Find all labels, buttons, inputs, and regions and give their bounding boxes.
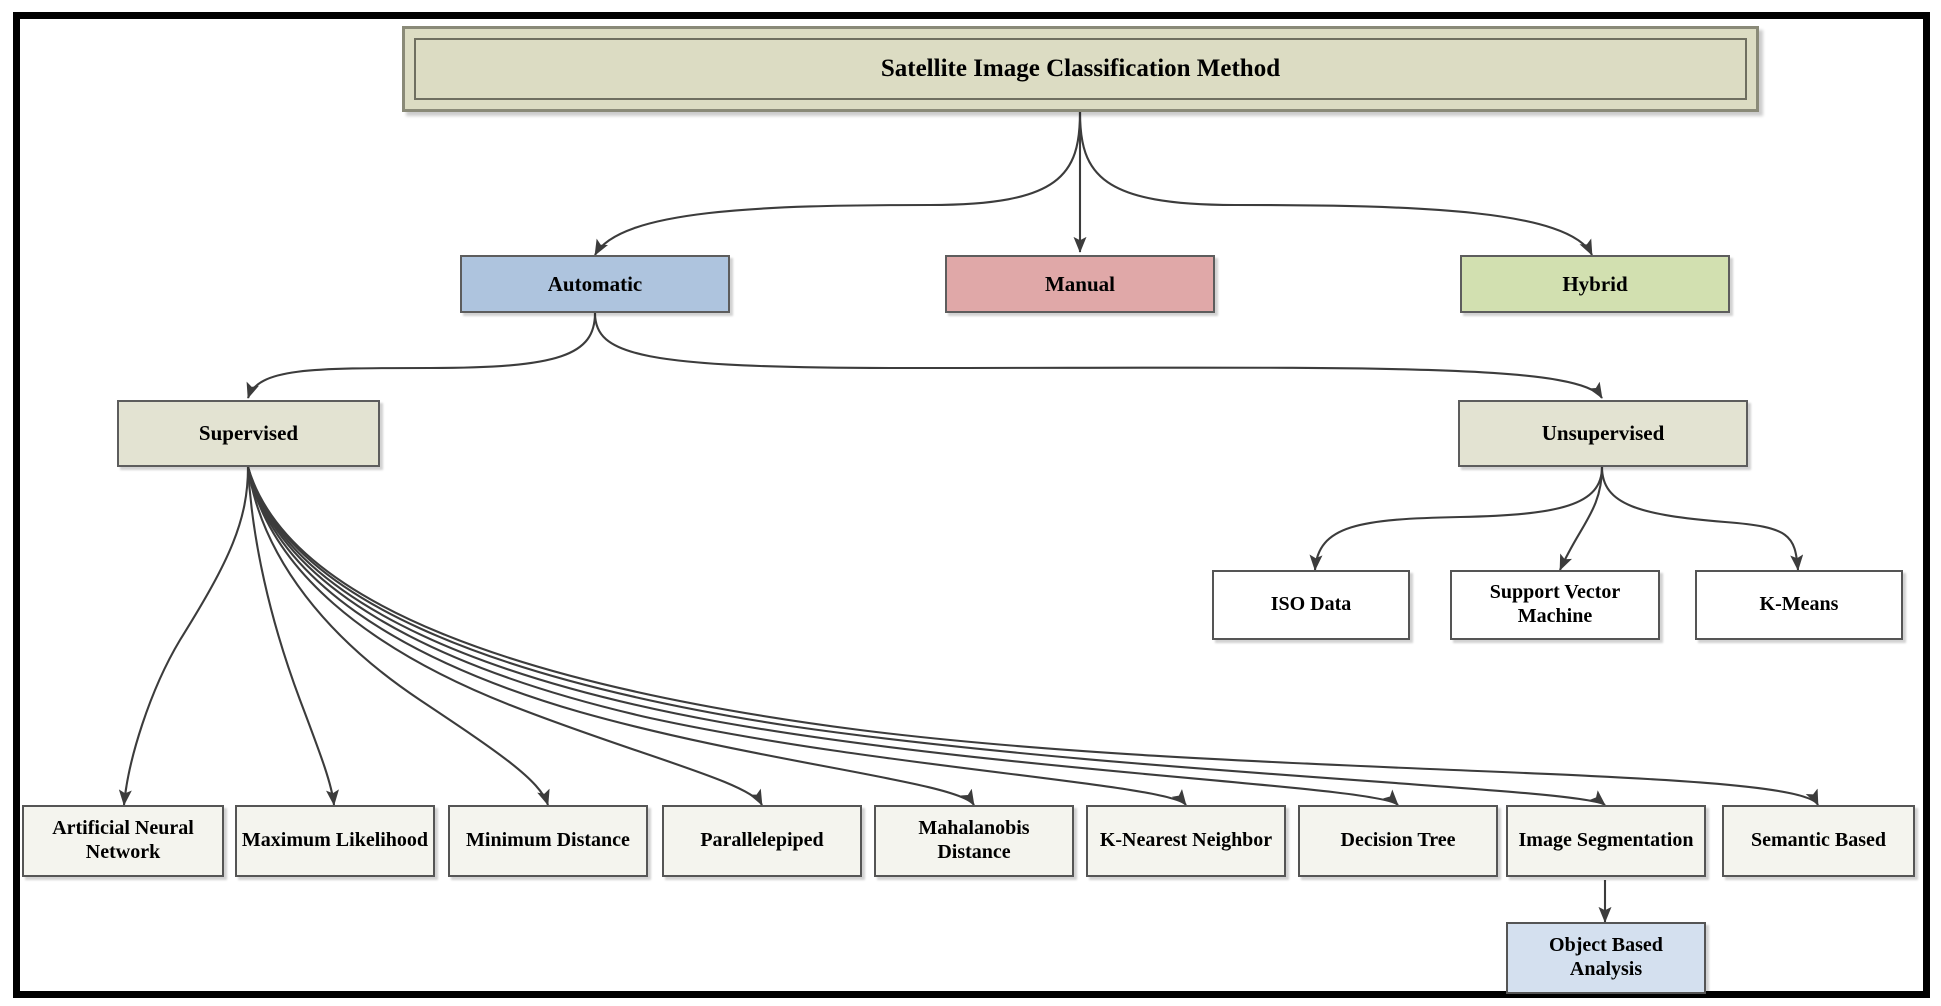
node-mahalanobis-distance-label: Mahalanobis Distance — [918, 817, 1030, 863]
node-parallelepiped[interactable]: Parallelepiped — [662, 805, 862, 877]
node-minimum-distance[interactable]: Minimum Distance — [448, 805, 648, 877]
node-iso-data-label: ISO Data — [1270, 593, 1352, 616]
node-k-means[interactable]: K-Means — [1695, 570, 1903, 640]
node-support-vector-machine-label: Support Vector Machine — [1489, 581, 1621, 627]
node-decision-tree-label: Decision Tree — [1340, 829, 1456, 852]
node-image-segmentation[interactable]: Image Segmentation — [1506, 805, 1706, 877]
node-root-inner-border: Satellite Image Classification Method — [414, 38, 1747, 100]
node-k-nearest-neighbor-label: K-Nearest Neighbor — [1099, 829, 1273, 852]
node-supervised[interactable]: Supervised — [117, 400, 380, 467]
node-k-means-label: K-Means — [1759, 593, 1839, 616]
node-hybrid[interactable]: Hybrid — [1460, 255, 1730, 313]
node-support-vector-machine[interactable]: Support Vector Machine — [1450, 570, 1660, 640]
node-k-nearest-neighbor[interactable]: K-Nearest Neighbor — [1086, 805, 1286, 877]
node-root-label: Satellite Image Classification Method — [880, 55, 1281, 83]
node-automatic-label: Automatic — [547, 271, 643, 296]
node-iso-data[interactable]: ISO Data — [1212, 570, 1410, 640]
node-object-based-analysis-label: Object Based Analysis — [1549, 934, 1663, 980]
node-manual[interactable]: Manual — [945, 255, 1215, 313]
node-root[interactable]: Satellite Image Classification Method — [402, 26, 1759, 112]
node-unsupervised[interactable]: Unsupervised — [1458, 400, 1748, 467]
node-semantic-based[interactable]: Semantic Based — [1722, 805, 1915, 877]
node-image-segmentation-label: Image Segmentation — [1518, 829, 1694, 852]
node-manual-label: Manual — [1044, 271, 1115, 296]
diagram-outer-frame — [13, 12, 1930, 998]
node-object-based-analysis[interactable]: Object Based Analysis — [1506, 922, 1706, 994]
node-automatic[interactable]: Automatic — [460, 255, 730, 313]
node-minimum-distance-label: Minimum Distance — [466, 829, 630, 852]
node-artificial-neural-network[interactable]: Artificial Neural Network — [22, 805, 224, 877]
node-artificial-neural-network-label: Artificial Neural Network — [52, 817, 194, 863]
node-hybrid-label: Hybrid — [1562, 271, 1628, 296]
node-mahalanobis-distance[interactable]: Mahalanobis Distance — [874, 805, 1074, 877]
node-unsupervised-label: Unsupervised — [1541, 421, 1665, 446]
node-maximum-likelihood[interactable]: Maximum Likelihood — [235, 805, 435, 877]
node-maximum-likelihood-label: Maximum Likelihood — [241, 829, 429, 852]
node-parallelepiped-label: Parallelepiped — [700, 829, 824, 852]
node-decision-tree[interactable]: Decision Tree — [1298, 805, 1498, 877]
node-supervised-label: Supervised — [198, 421, 299, 446]
node-semantic-based-label: Semantic Based — [1751, 829, 1886, 852]
